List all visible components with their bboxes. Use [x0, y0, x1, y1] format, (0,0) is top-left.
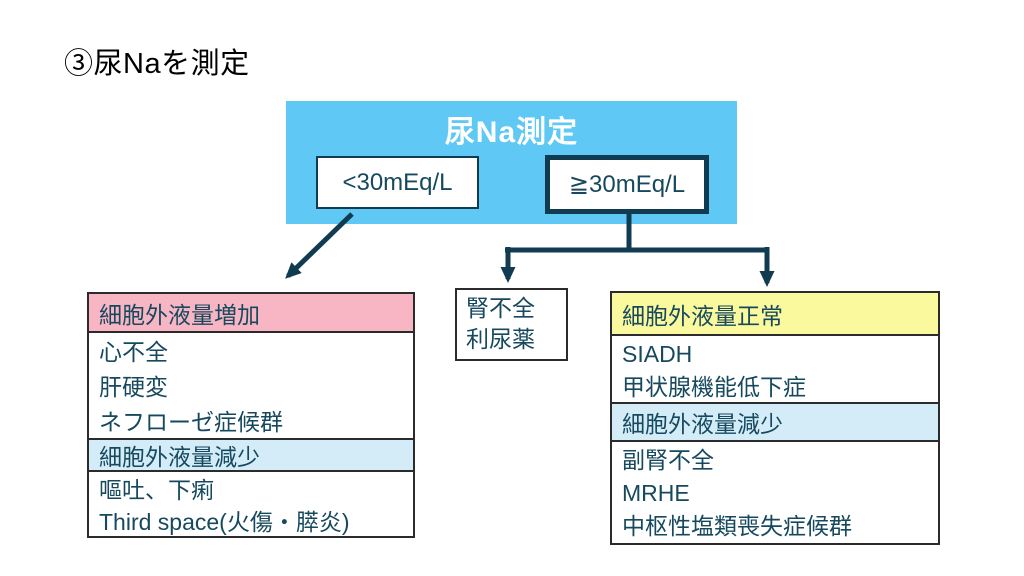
high-na-table: 細胞外液量正常 SIADH 甲状腺機能低下症 細胞外液量減少 副腎不全 MRHE… [610, 291, 940, 545]
table-item: 中枢性塩類喪失症候群 [622, 513, 852, 539]
table-item: ネフローゼ症候群 [99, 409, 283, 435]
table-item: SIADH [622, 341, 693, 367]
table-item: MRHE [622, 480, 690, 506]
section-body-ecf-decrease-right: 副腎不全 MRHE 中枢性塩類喪失症候群 [612, 440, 938, 541]
section-header-ecf-normal: 細胞外液量正常 [612, 293, 938, 334]
branch-label-under-30: <30mEq/L [316, 156, 479, 209]
low-na-table: 細胞外液量増加 心不全 肝硬変 ネフローゼ症候群 細胞外液量減少 嘔吐、下痢 T… [87, 292, 415, 538]
section-header-ecf-decrease-right: 細胞外液量減少 [612, 402, 938, 440]
root-box-title: 尿Na測定 [444, 116, 579, 149]
section-body-ecf-decrease-left: 嘔吐、下痢 Third space(火傷・膵炎) [89, 470, 413, 536]
table-item: 心不全 [99, 339, 168, 365]
urine-na-root-box: 尿Na測定 <30mEq/L ≧30mEq/L [286, 101, 737, 224]
table-item: 嘔吐、下痢 [99, 477, 214, 503]
table-item: 副腎不全 [622, 447, 714, 473]
table-item: 甲状腺機能低下症 [622, 374, 806, 400]
section-header-ecf-decrease-left: 細胞外液量減少 [89, 438, 413, 470]
box-item: 利尿薬 [466, 326, 535, 352]
slide-title: ③尿Naを測定 [64, 48, 250, 80]
table-item: 肝硬変 [99, 374, 168, 400]
section-header-ecf-increase: 細胞外液量増加 [89, 294, 413, 331]
table-item: Third space(火傷・膵炎) [99, 509, 350, 535]
box-item: 腎不全 [466, 295, 535, 321]
section-body-ecf-normal: SIADH 甲状腺機能低下症 [612, 334, 938, 402]
renal-failure-box: 腎不全 利尿薬 [455, 288, 568, 361]
section-body-ecf-increase: 心不全 肝硬変 ネフローゼ症候群 [89, 331, 413, 438]
branch-label-over-30: ≧30mEq/L [545, 155, 709, 214]
